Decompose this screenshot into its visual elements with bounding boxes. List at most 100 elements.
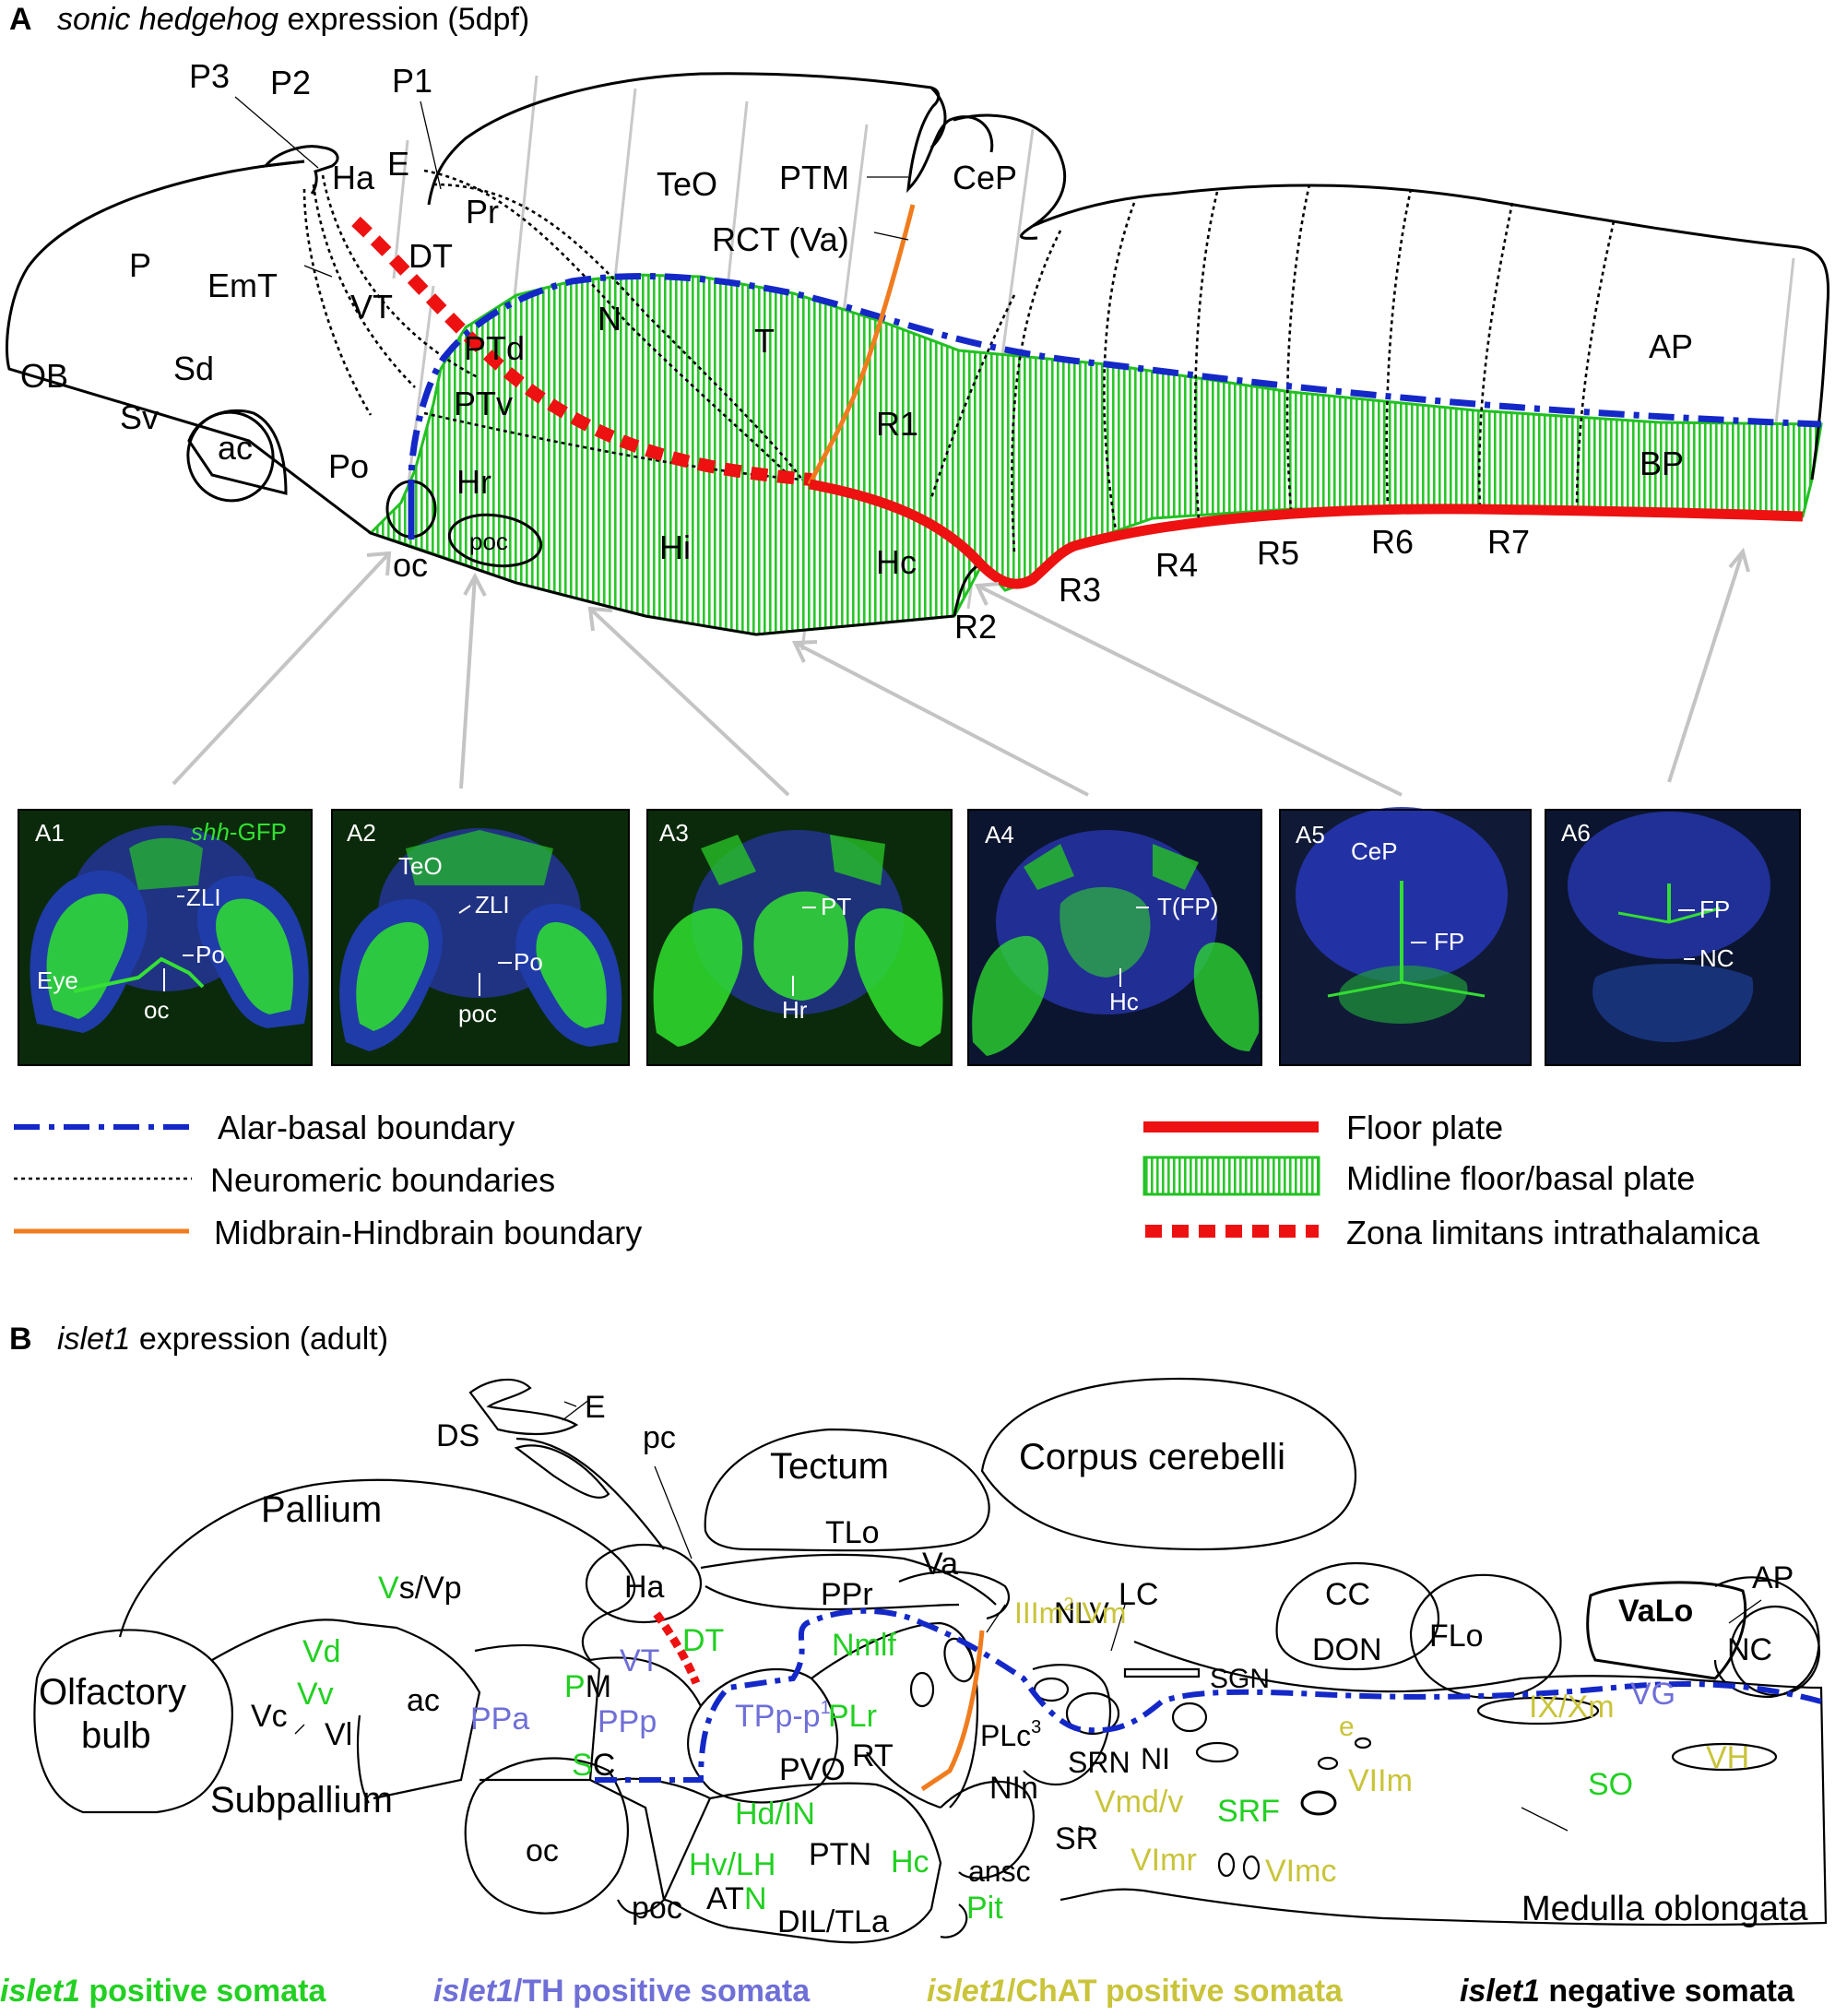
brain-outline-5dpf [5, 72, 1830, 636]
svg-text:VG: VG [1630, 1677, 1675, 1712]
svg-text:A1: A1 [35, 819, 65, 847]
svg-text:oc: oc [526, 1833, 559, 1868]
svg-text:pc: pc [643, 1420, 676, 1455]
svg-text:P2: P2 [270, 64, 311, 101]
svg-text:Subpallium: Subpallium [210, 1780, 393, 1820]
legend-midline: Midline floor/basal plate [1346, 1159, 1695, 1197]
svg-text:ac: ac [218, 429, 253, 467]
legend-islet-chat: islet1/ChAT positive somata [927, 1974, 1344, 2009]
section-arrows [172, 547, 1750, 797]
svg-text:ZLI: ZLI [186, 883, 221, 911]
svg-text:Va: Va [922, 1547, 958, 1582]
svg-text:T(FP): T(FP) [1157, 893, 1218, 920]
svg-text:R4: R4 [1155, 546, 1198, 584]
svg-text:A2: A2 [347, 819, 376, 847]
svg-text:Medulla oblongata: Medulla oblongata [1521, 1890, 1808, 1928]
svg-text:PTM: PTM [779, 159, 849, 196]
svg-text:Nmlf: Nmlf [832, 1628, 896, 1663]
svg-text:ansc: ansc [968, 1855, 1031, 1888]
svg-text:Hd/IN: Hd/IN [735, 1797, 815, 1832]
section-a4: A4 T(FP) Hc [967, 809, 1262, 1066]
svg-text:SR: SR [1055, 1821, 1098, 1856]
svg-text:DS: DS [436, 1418, 479, 1453]
svg-text:VaLo: VaLo [1618, 1594, 1693, 1629]
legend-islet-th: islet1/TH positive somata [433, 1974, 811, 2009]
svg-text:PVO: PVO [779, 1752, 846, 1787]
svg-text:Ha: Ha [332, 159, 375, 196]
svg-text:PPr: PPr [821, 1577, 873, 1612]
svg-text:oc: oc [144, 996, 169, 1024]
svg-text:Hv/LH: Hv/LH [689, 1847, 775, 1882]
svg-text:PPa: PPa [470, 1702, 529, 1737]
svg-text:E: E [387, 145, 409, 183]
svg-text:NIn: NIn [989, 1771, 1038, 1806]
svg-text:Sd: Sd [173, 350, 214, 387]
svg-text:Po: Po [514, 948, 543, 976]
svg-text:ATN: ATN [706, 1881, 767, 1916]
section-a3: A3 PT Hr [646, 809, 953, 1066]
svg-text:VImc: VImc [1265, 1854, 1336, 1889]
legend-alar-basal: Alar-basal boundary [218, 1109, 515, 1146]
panel-a-legend: Alar-basal boundary Neuromeric boundarie… [14, 1109, 1760, 1251]
svg-text:poc: poc [458, 1000, 497, 1027]
legend-islet-negative: islet1 negative somata [1460, 1974, 1795, 2009]
svg-text:VT: VT [350, 288, 393, 326]
svg-text:Tectum: Tectum [770, 1446, 889, 1487]
svg-text:E: E [585, 1390, 606, 1425]
svg-text:TeO: TeO [398, 852, 443, 880]
svg-text:DT: DT [408, 237, 453, 275]
svg-text:R6: R6 [1371, 523, 1414, 561]
svg-text:NC: NC [1699, 944, 1734, 972]
svg-text:SC: SC [572, 1748, 615, 1783]
svg-text:TPp-p1: TPp-p1 [735, 1698, 831, 1734]
svg-text:RCT (Va): RCT (Va) [712, 220, 849, 258]
svg-text:NC: NC [1727, 1632, 1772, 1667]
svg-text:Hc: Hc [891, 1844, 929, 1880]
svg-text:BP: BP [1640, 445, 1684, 482]
svg-text:e: e [1339, 1712, 1355, 1742]
svg-text:R7: R7 [1487, 523, 1530, 561]
svg-text:PLc3: PLc3 [980, 1717, 1041, 1752]
floor-plate [809, 479, 1804, 589]
svg-text:T: T [754, 322, 775, 360]
svg-text:PPp: PPp [598, 1704, 657, 1739]
svg-text:PTv: PTv [454, 385, 513, 422]
panel-b-legend: islet1 positive somata islet1/TH positiv… [0, 1974, 1795, 2009]
svg-text:IX/Xm: IX/Xm [1529, 1690, 1615, 1725]
svg-text:poc: poc [469, 528, 508, 555]
svg-text:SGN: SGN [1210, 1664, 1270, 1694]
svg-text:R5: R5 [1257, 534, 1299, 572]
svg-text:Eye: Eye [37, 966, 78, 994]
svg-text:Vmd/v: Vmd/v [1095, 1785, 1183, 1820]
svg-text:R1: R1 [876, 405, 918, 443]
svg-text:R2: R2 [954, 608, 997, 646]
panel-a: A sonic hedgehog expression (5dpf) [5, 2, 1830, 1251]
svg-text:Hr: Hr [782, 996, 808, 1024]
svg-text:oc: oc [393, 546, 428, 584]
svg-text:Sv: Sv [120, 398, 159, 436]
svg-text:A6: A6 [1561, 819, 1591, 847]
svg-text:DT: DT [682, 1623, 724, 1658]
section-a2: A2 TeO ZLI Po poc [331, 809, 630, 1066]
panel-b-labels: E DS pc Tectum Corpus cerebelli Pallium … [39, 1390, 1808, 1939]
legend-mhb: Midbrain-Hindbrain boundary [214, 1214, 642, 1251]
svg-text:Hi: Hi [659, 528, 691, 566]
svg-text:VImr: VImr [1131, 1843, 1197, 1878]
panel-b-title: islet1 expression (adult) [57, 1322, 388, 1357]
svg-text:IIIm2IVm: IIIm2IVm [1014, 1595, 1126, 1630]
midbrain-hindbrain-boundary [807, 204, 916, 486]
legend-neuromeric: Neuromeric boundaries [210, 1161, 555, 1199]
zli-adult [653, 1611, 701, 1685]
svg-text:Vl: Vl [325, 1717, 352, 1752]
svg-text:CeP: CeP [953, 159, 1017, 196]
svg-text:PT: PT [821, 893, 851, 920]
svg-text:NLV: NLV [1054, 1596, 1110, 1630]
legend-zli: Zona limitans intrathalamica [1346, 1214, 1760, 1251]
svg-text:VH: VH [1706, 1740, 1749, 1775]
svg-text:CeP: CeP [1351, 837, 1398, 865]
svg-text:FP: FP [1434, 928, 1464, 955]
svg-text:SO: SO [1588, 1767, 1633, 1802]
panel-a-leaders [234, 96, 909, 278]
panel-b: B islet1 expression (adult) [0, 1322, 1828, 2009]
alar-basal-boundary [408, 272, 1822, 505]
